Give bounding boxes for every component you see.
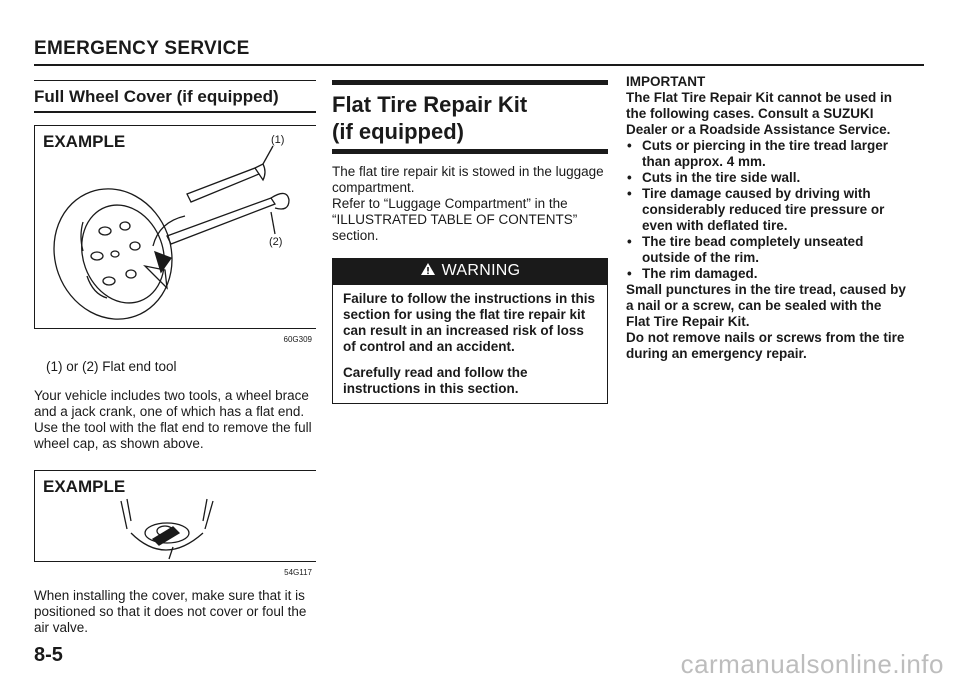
list-item: •The rim damaged. bbox=[627, 266, 758, 281]
title-line: Flat Tire Repair Kit bbox=[332, 92, 528, 117]
figure-label: EXAMPLE bbox=[43, 132, 126, 151]
figure-air-valve: EXAMPLE 54G117 bbox=[34, 470, 316, 577]
figure-label: EXAMPLE bbox=[43, 477, 126, 496]
warning-text: Carefully read and follow the instructio… bbox=[343, 365, 528, 396]
wheel-cover-tool-illustration bbox=[53, 145, 290, 320]
section-rule-thick bbox=[332, 80, 608, 85]
important-intro: The Flat Tire Repair Kit cannot be used … bbox=[626, 90, 893, 137]
important-heading: IMPORTANT bbox=[626, 74, 706, 89]
list-item: •Cuts in the tire side wall. bbox=[627, 170, 801, 185]
figure-caption: (1) or (2) Flat end tool bbox=[46, 359, 177, 374]
paragraph: Refer to “Luggage Compartment” in the “I… bbox=[332, 196, 578, 243]
header-rule bbox=[34, 64, 924, 66]
bullet-icon: • bbox=[627, 138, 632, 153]
middle-column: Flat Tire Repair Kit (if equipped) The f… bbox=[332, 80, 608, 404]
section-rule-thick bbox=[332, 149, 608, 154]
paragraph: Use the tool with the flat end to remove… bbox=[34, 420, 312, 451]
list-item: •Cuts or piercing in the tire tread larg… bbox=[627, 138, 889, 169]
bullet-icon: • bbox=[627, 266, 632, 281]
paragraph: When installing the cover, make sure tha… bbox=[34, 588, 307, 635]
right-column: IMPORTANT The Flat Tire Repair Kit canno… bbox=[626, 74, 906, 362]
bullet-icon: • bbox=[627, 170, 632, 185]
important-note: Small punctures in the tire tread, cause… bbox=[626, 282, 906, 329]
list-item: •Tire damage caused by driving with cons… bbox=[627, 186, 885, 233]
page-number: 8-5 bbox=[34, 644, 63, 666]
warning-body: Failure to follow the instructions in th… bbox=[333, 285, 607, 403]
callout-1: (1) bbox=[271, 134, 285, 146]
figure-code: 54G117 bbox=[284, 568, 312, 577]
figure-code: 60G309 bbox=[283, 335, 312, 344]
callout-2: (2) bbox=[269, 236, 283, 248]
bullet-icon: • bbox=[627, 234, 632, 249]
header-title: EMERGENCY SERVICE bbox=[34, 38, 250, 59]
paragraph: The flat tire repair kit is stowed in th… bbox=[332, 164, 604, 195]
section-title-wheel-cover: Full Wheel Cover (if equipped) bbox=[34, 87, 316, 113]
warning-header: WARNING bbox=[333, 259, 607, 285]
figure-wheel-cover: EXAMPLE bbox=[34, 125, 316, 344]
paragraph: Your vehicle includes two tools, a wheel… bbox=[34, 388, 309, 419]
important-note: Do not remove nails or screws from the t… bbox=[626, 330, 905, 361]
title-line: (if equipped) bbox=[332, 119, 464, 144]
warning-text: Failure to follow the instructions in th… bbox=[343, 291, 596, 354]
bullet-icon: • bbox=[627, 186, 632, 201]
warning-heading: WARNING bbox=[441, 262, 521, 279]
list-item: •The tire bead completely unseated outsi… bbox=[627, 234, 864, 265]
important-list: •Cuts or piercing in the tire tread larg… bbox=[626, 138, 906, 282]
air-valve-illustration bbox=[120, 498, 214, 560]
left-column: Full Wheel Cover (if equipped) EXAMPLE bbox=[34, 80, 316, 636]
section-rule bbox=[34, 80, 316, 81]
warning-box: WARNING Failure to follow the instructio… bbox=[332, 258, 608, 404]
watermark: carmanualsonline.info bbox=[680, 649, 944, 679]
section-title-repair-kit: Flat Tire Repair Kit (if equipped) bbox=[332, 91, 608, 145]
warning-triangle-icon bbox=[420, 262, 436, 281]
